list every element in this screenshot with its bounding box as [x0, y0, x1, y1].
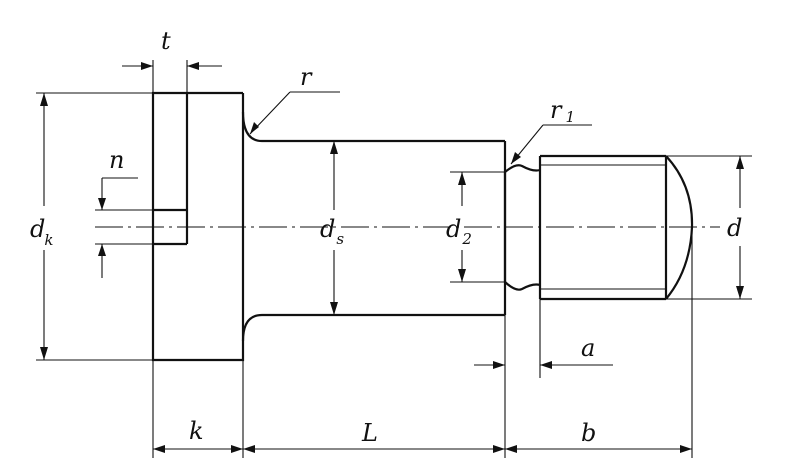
- dimension-d2: d2: [446, 172, 472, 282]
- label-b: b: [581, 419, 596, 447]
- dimension-L: L: [243, 419, 505, 453]
- dimension-dk: dk: [30, 93, 53, 360]
- threaded-end: [540, 154, 694, 301]
- label-t: t: [161, 27, 171, 55]
- label-r: r: [300, 63, 313, 91]
- extension-lines: [36, 60, 752, 458]
- label-L: L: [361, 419, 378, 447]
- label-dk: dk: [30, 215, 53, 249]
- dimension-t: t: [122, 27, 222, 70]
- label-d: d: [727, 214, 742, 242]
- label-k: k: [189, 417, 204, 445]
- dimension-b: b: [505, 419, 692, 453]
- undercut-groove: [503, 156, 542, 299]
- dimension-n: n: [98, 146, 138, 278]
- label-n: n: [109, 146, 124, 174]
- dimension-a: a: [474, 334, 613, 369]
- label-ds: ds: [320, 215, 344, 248]
- dimension-ds: ds: [320, 141, 344, 315]
- label-d2: d2: [446, 215, 472, 248]
- dimension-d: d: [727, 156, 744, 299]
- dimension-r: r: [249, 63, 340, 135]
- label-a: a: [581, 334, 595, 362]
- dimension-k: k: [153, 417, 243, 453]
